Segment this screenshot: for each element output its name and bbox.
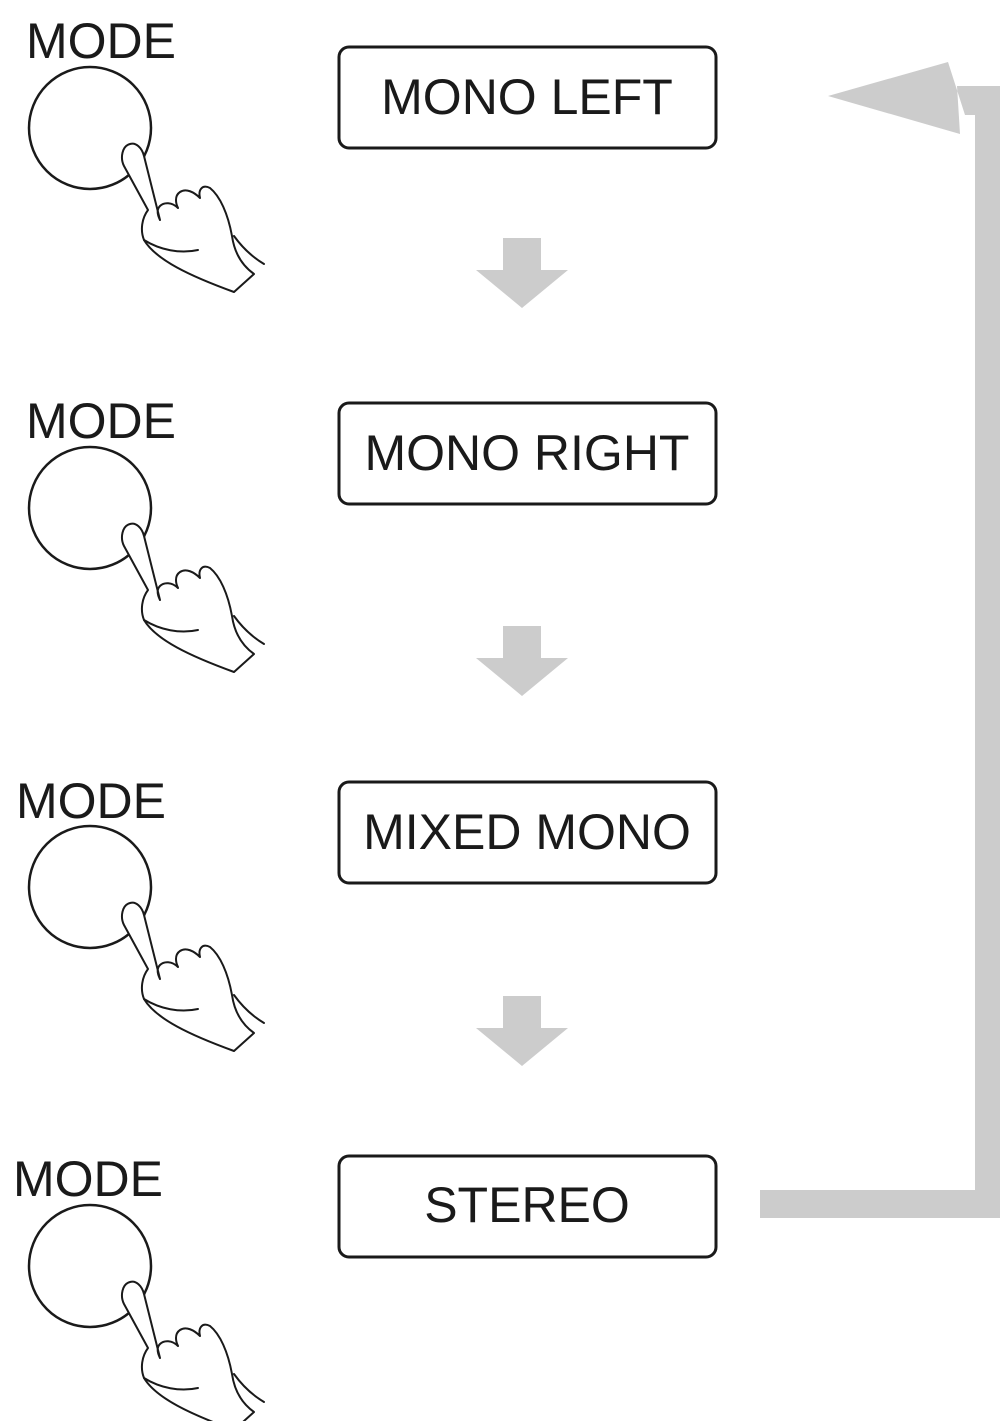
step-3: MODE MIXED MONO <box>16 773 718 1052</box>
display-text: MONO LEFT <box>381 69 673 125</box>
display-box <box>337 45 718 150</box>
pointing-hand-icon <box>121 142 265 293</box>
display-text: STEREO <box>424 1177 630 1233</box>
display-box <box>337 401 718 506</box>
display-text: MIXED MONO <box>363 804 691 860</box>
arrow-down-icon <box>476 238 568 308</box>
arrow-down-icon <box>476 626 568 696</box>
step-4: MODE STEREO <box>13 1151 718 1421</box>
display-box <box>337 780 718 885</box>
loop-back-arrow-icon <box>760 62 1000 1218</box>
mode-button-icon[interactable] <box>27 445 153 571</box>
step-1: MODE MONO LEFT <box>26 13 718 293</box>
pointing-hand-icon <box>121 901 265 1052</box>
step-2: MODE MONO RIGHT <box>26 393 718 673</box>
mode-label: MODE <box>26 13 176 69</box>
mode-label: MODE <box>16 773 166 829</box>
mode-label: MODE <box>13 1151 163 1207</box>
mode-button-icon[interactable] <box>27 65 153 191</box>
pointing-hand-icon <box>121 522 265 673</box>
display-text: MONO RIGHT <box>365 425 690 481</box>
pointing-hand-icon <box>121 1280 265 1421</box>
mode-label: MODE <box>26 393 176 449</box>
arrow-down-icon <box>476 996 568 1066</box>
display-box <box>337 1154 718 1259</box>
mode-button-icon[interactable] <box>27 1203 153 1329</box>
mode-button-icon[interactable] <box>27 824 153 950</box>
